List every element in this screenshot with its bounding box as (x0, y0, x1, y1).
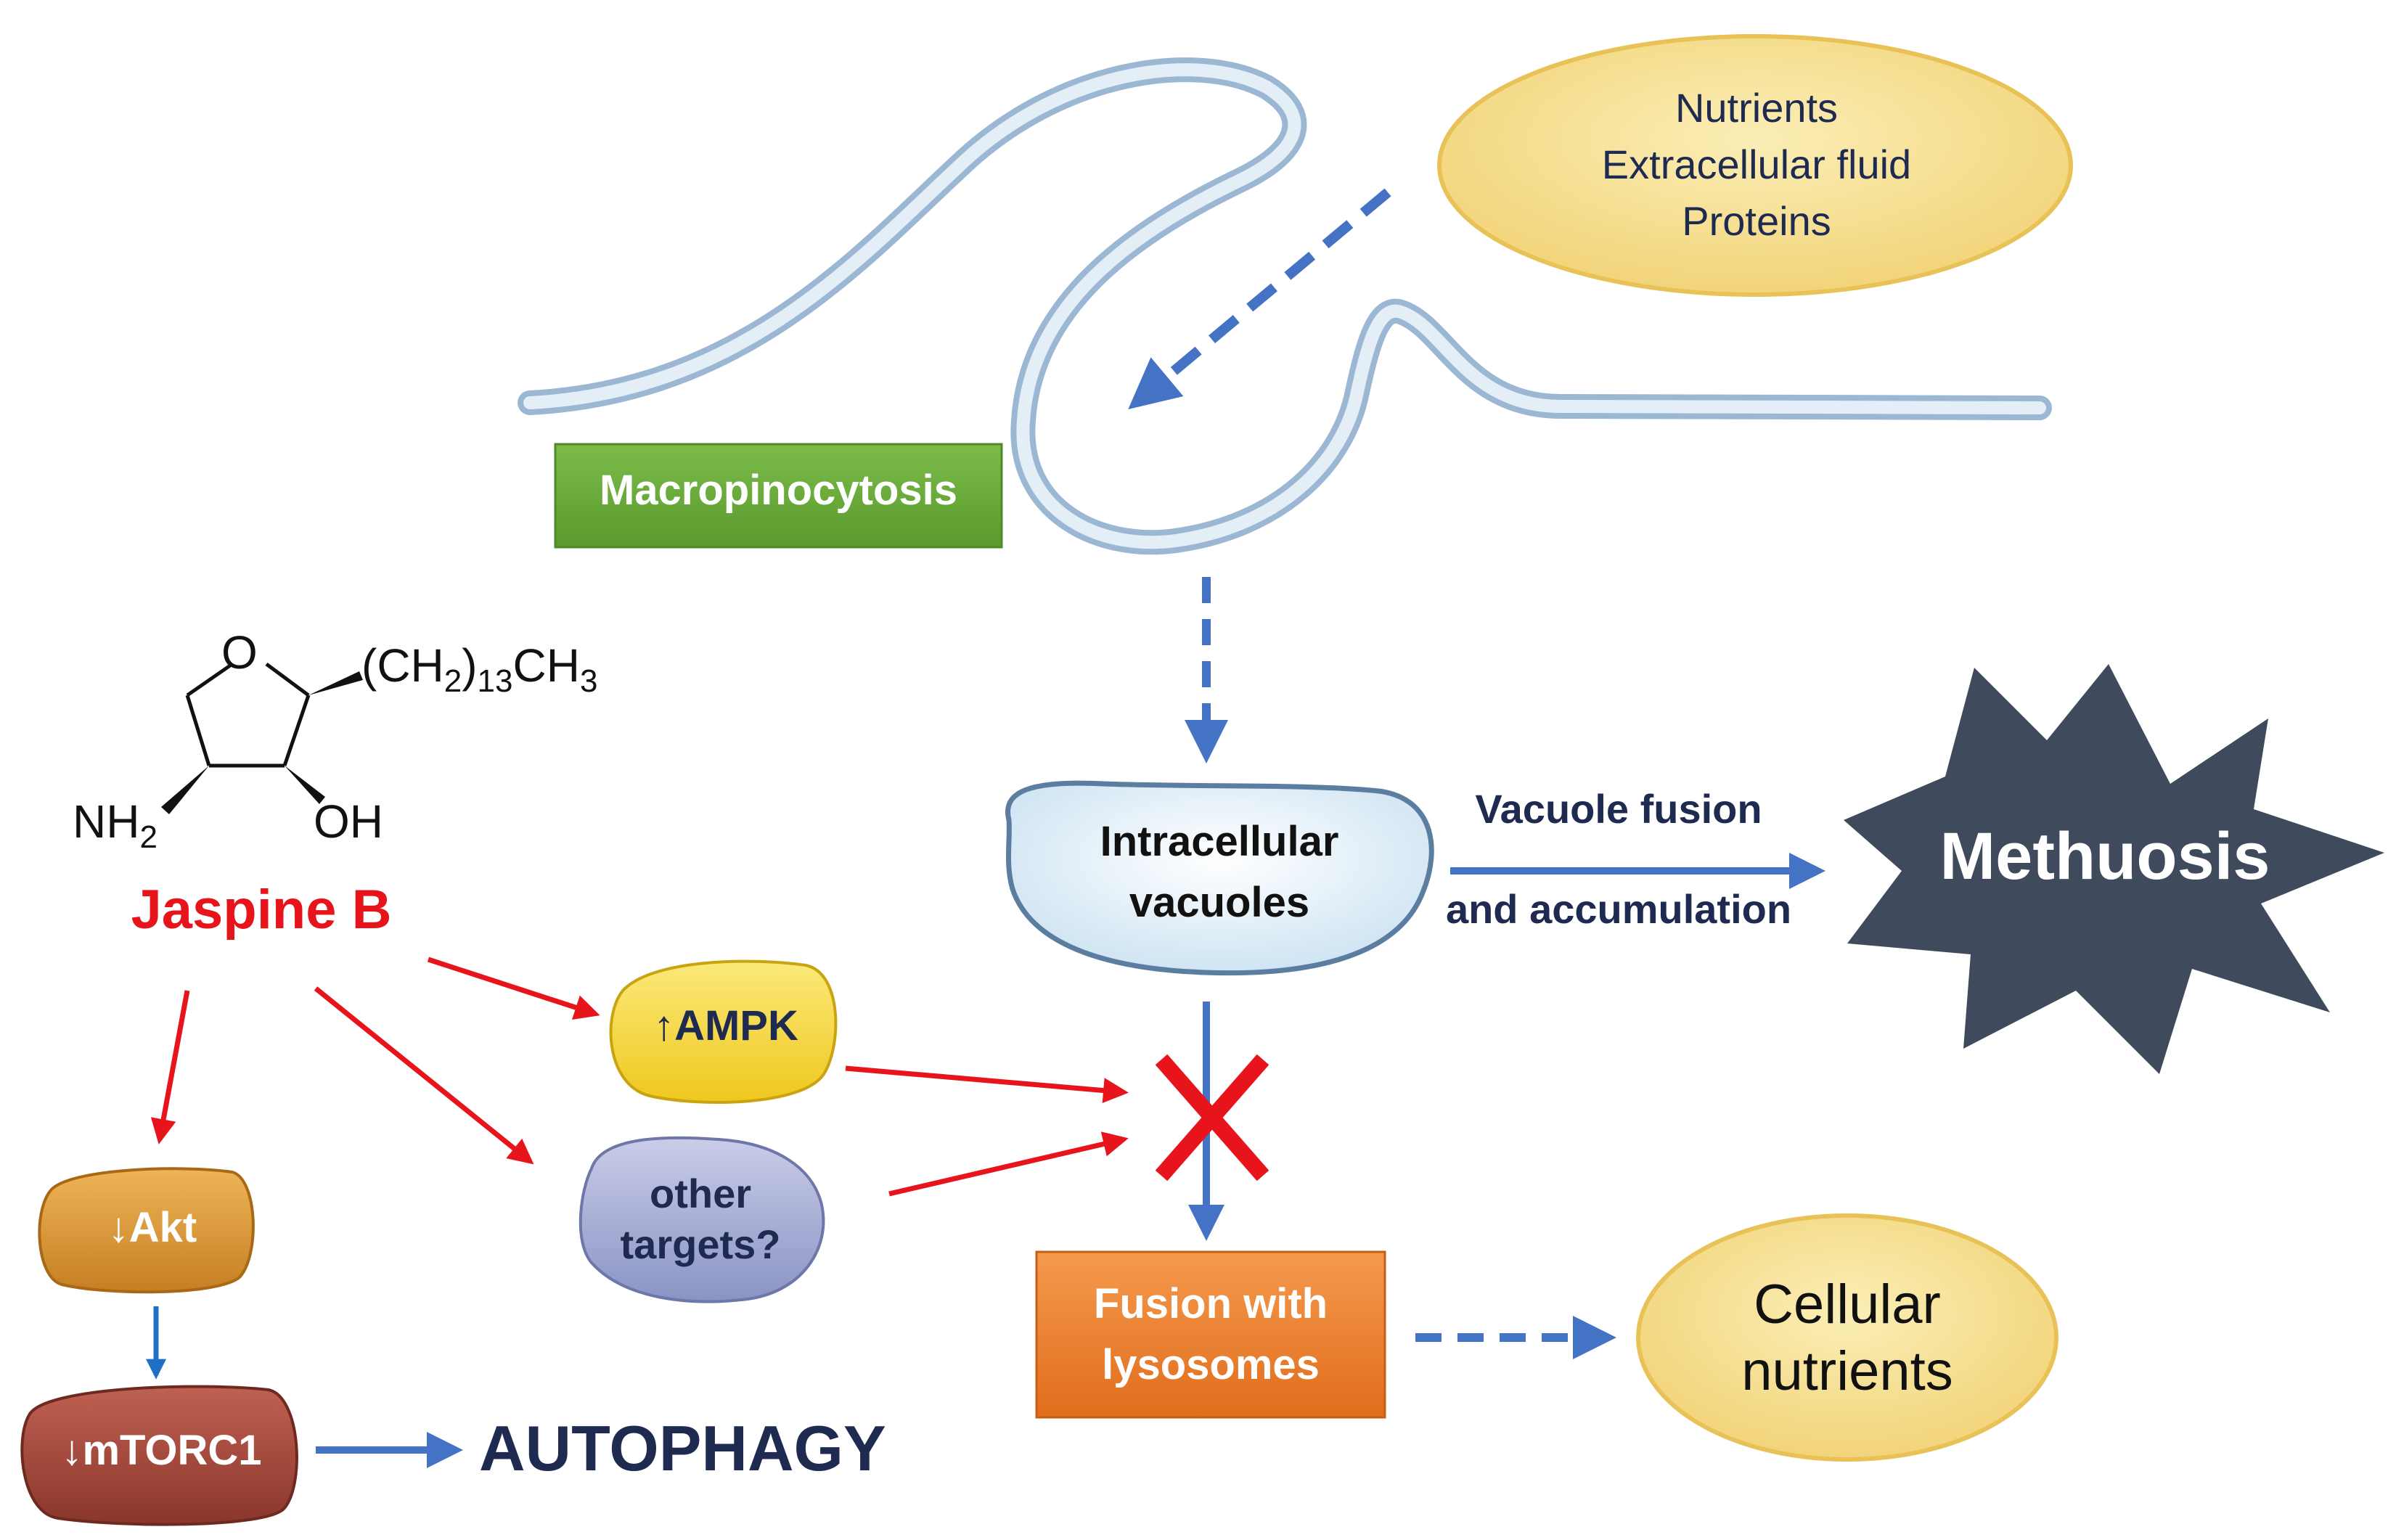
side-chain-part-d: 13 (477, 663, 513, 699)
jaspine-b-title: Jaspine B (131, 879, 392, 941)
amine-part-b: 2 (139, 819, 158, 855)
ampk-to-x-arrow (845, 1065, 1129, 1104)
other-targets-shape (578, 1136, 825, 1303)
vacuoles-line-1: Intracellular (1100, 818, 1339, 865)
methuosis-label: Methuosis (1939, 819, 2270, 893)
nutrients-ellipse (1437, 34, 2073, 297)
fusion-line-1: Fusion with (1093, 1280, 1328, 1327)
jaspine-to-akt-arrow (150, 990, 190, 1144)
mtorc1-label: ↓mTORC1 (61, 1427, 262, 1474)
methuosis-star (1844, 664, 2384, 1074)
autophagy-label: AUTOPHAGY (479, 1412, 886, 1484)
mtorc1-shape (20, 1385, 298, 1526)
nutrient-uptake-arrow (1128, 188, 1391, 409)
ring-oxygen-label: O (221, 626, 258, 679)
side-chain-part-a: (CH (361, 639, 444, 692)
vacuoles-line-2: vacuoles (1129, 879, 1310, 926)
fusion-lysosomes-text: Fusion with lysosomes (1036, 1274, 1385, 1396)
amine-label: NH2 (73, 795, 158, 856)
akt-shape (38, 1167, 255, 1294)
cellular-nutrients-line-2: nutrients (1741, 1340, 1953, 1402)
other-targets-text: other targets? (581, 1168, 820, 1270)
nutrients-text: Nutrients Extracellular fluid Proteins (1495, 80, 2018, 250)
side-chain-part-b: 2 (443, 663, 462, 699)
ampk-label: ↑AMPK (653, 1002, 798, 1049)
fusion-lysosomes-box (1035, 1250, 1386, 1419)
side-chain-part-f: 3 (579, 663, 598, 699)
akt-label: ↓Akt (107, 1204, 197, 1251)
other-to-x-arrow (888, 1131, 1129, 1197)
nutrients-line-3: Proteins (1682, 198, 1831, 244)
cellular-nutrients-ellipse (1636, 1213, 2058, 1462)
macropinocytosis-label: Macropinocytosis (599, 467, 958, 514)
jaspine-to-other-arrow (314, 986, 534, 1165)
cellular-nutrients-text: Cellular nutrients (1648, 1271, 2047, 1405)
vacuole-fusion-line-2: and accumulation (1445, 886, 1792, 932)
hydroxyl-label: OH (314, 795, 383, 848)
cellular-nutrients-line-1: Cellular (1754, 1274, 1941, 1335)
macropinocytosis-box (554, 443, 1003, 549)
cell-membrane (518, 57, 2052, 555)
vacuole-fusion-label: Vacuole fusion and accumulation (1423, 773, 1815, 946)
nutrients-line-2: Extracellular fluid (1601, 142, 1912, 187)
ampk-shape (609, 959, 838, 1104)
side-chain-label: (CH2)13CH3 (361, 639, 597, 700)
side-chain-part-e: CH (512, 639, 580, 692)
intracellular-vacuoles-shape (1005, 780, 1434, 976)
intracellular-vacuoles-text: Intracellular vacuoles (1031, 811, 1408, 933)
other-targets-line-2: targets? (620, 1221, 781, 1267)
jaspine-b-structure (161, 662, 363, 814)
side-chain-part-c: ) (462, 639, 478, 692)
fusion-line-2: lysosomes (1102, 1341, 1320, 1388)
jaspine-to-ampk-arrow (427, 957, 600, 1020)
amine-part-a: NH (73, 795, 140, 848)
inhibition-x-icon (1155, 1054, 1269, 1181)
other-targets-line-1: other (650, 1171, 751, 1216)
vacuole-fusion-line-1: Vacuole fusion (1475, 786, 1762, 832)
nutrients-line-1: Nutrients (1675, 85, 1839, 131)
